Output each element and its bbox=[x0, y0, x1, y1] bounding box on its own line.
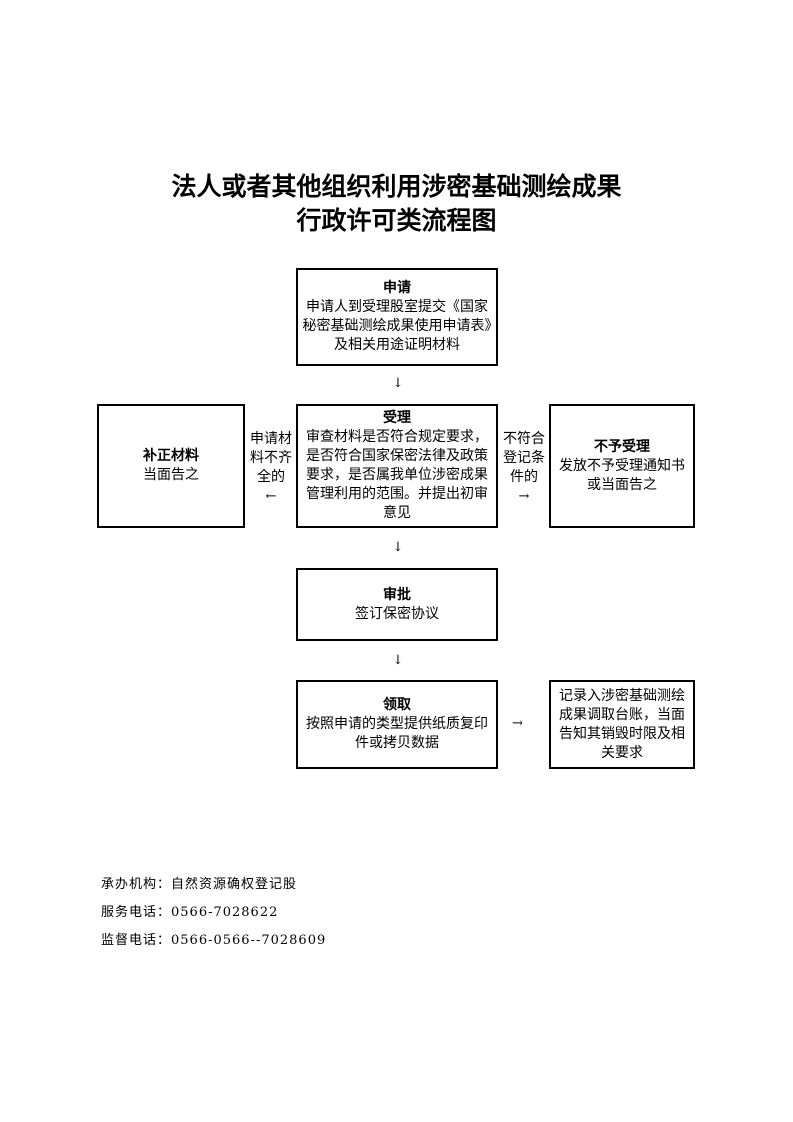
step-correct-box: 补正材料 当面告之 bbox=[97, 404, 245, 528]
diagram-title-line1: 法人或者其他组织利用涉密基础测绘成果 bbox=[171, 172, 622, 201]
step-record-text: 记录入涉密基础测绘成果调取台账，当面告知其销毁时限及相关要求 bbox=[559, 687, 685, 761]
condition-not-eligible-text: 不符合登记条件的 bbox=[503, 431, 545, 485]
step-apply-box: 申请 申请人到受理股室提交《国家秘密基础测绘成果使用申请表》及相关用途证明材料 bbox=[296, 268, 498, 366]
step-approve-heading: 审批 bbox=[383, 586, 411, 603]
condition-not-eligible: 不符合登记条件的 → bbox=[499, 430, 549, 506]
step-record-box: 记录入涉密基础测绘成果调取台账，当面告知其销毁时限及相关要求 bbox=[549, 680, 695, 769]
right-arrow-icon: → bbox=[512, 716, 523, 731]
step-apply-heading: 申请 bbox=[383, 280, 411, 296]
footer-supervision-phone: 监督电话：0566-0566--7028609 bbox=[101, 933, 327, 948]
step-accept-heading: 受理 bbox=[383, 410, 411, 426]
step-approve-text: 签订保密协议 bbox=[355, 605, 439, 622]
step-reject-heading: 不予受理 bbox=[594, 438, 650, 455]
right-arrow-icon: → bbox=[518, 489, 530, 504]
footer-service-phone: 服务电话：0566-7028622 bbox=[101, 905, 279, 920]
step-receive-text: 按照申请的类型提供纸质复印件或拷贝数据 bbox=[306, 716, 488, 751]
footer-handling-office: 承办机构：自然资源确权登记股 bbox=[101, 877, 298, 892]
step-receive-heading: 领取 bbox=[383, 697, 411, 713]
step-reject-text: 发放不予受理通知书或当面告之 bbox=[559, 457, 685, 493]
step-reject-box: 不予受理 发放不予受理通知书或当面告之 bbox=[549, 404, 695, 528]
condition-incomplete-text: 申请材料不齐全的 bbox=[250, 431, 292, 485]
step-correct-text: 当面告之 bbox=[143, 467, 199, 483]
step-correct-heading: 补正材料 bbox=[143, 448, 199, 464]
down-arrow-icon: ↓ bbox=[392, 653, 404, 668]
step-accept-box: 受理 审查材料是否符合规定要求，是否符合国家保密法律及政策要求，是否属我单位涉密… bbox=[296, 404, 498, 528]
step-accept-text: 审查材料是否符合规定要求，是否符合国家保密法律及政策要求，是否属我单位涉密成果管… bbox=[306, 429, 488, 521]
step-approve-box: 审批 签订保密协议 bbox=[296, 568, 498, 641]
left-arrow-icon: ← bbox=[265, 489, 277, 504]
diagram-title-line2: 行政许可类流程图 bbox=[296, 206, 497, 235]
down-arrow-icon: ↓ bbox=[392, 540, 404, 555]
condition-incomplete-materials: 申请材料不齐全的 ← bbox=[246, 430, 296, 506]
step-apply-text: 申请人到受理股室提交《国家秘密基础测绘成果使用申请表》及相关用途证明材料 bbox=[302, 299, 492, 353]
step-receive-box: 领取 按照申请的类型提供纸质复印件或拷贝数据 bbox=[296, 680, 498, 769]
down-arrow-icon: ↓ bbox=[392, 376, 404, 391]
